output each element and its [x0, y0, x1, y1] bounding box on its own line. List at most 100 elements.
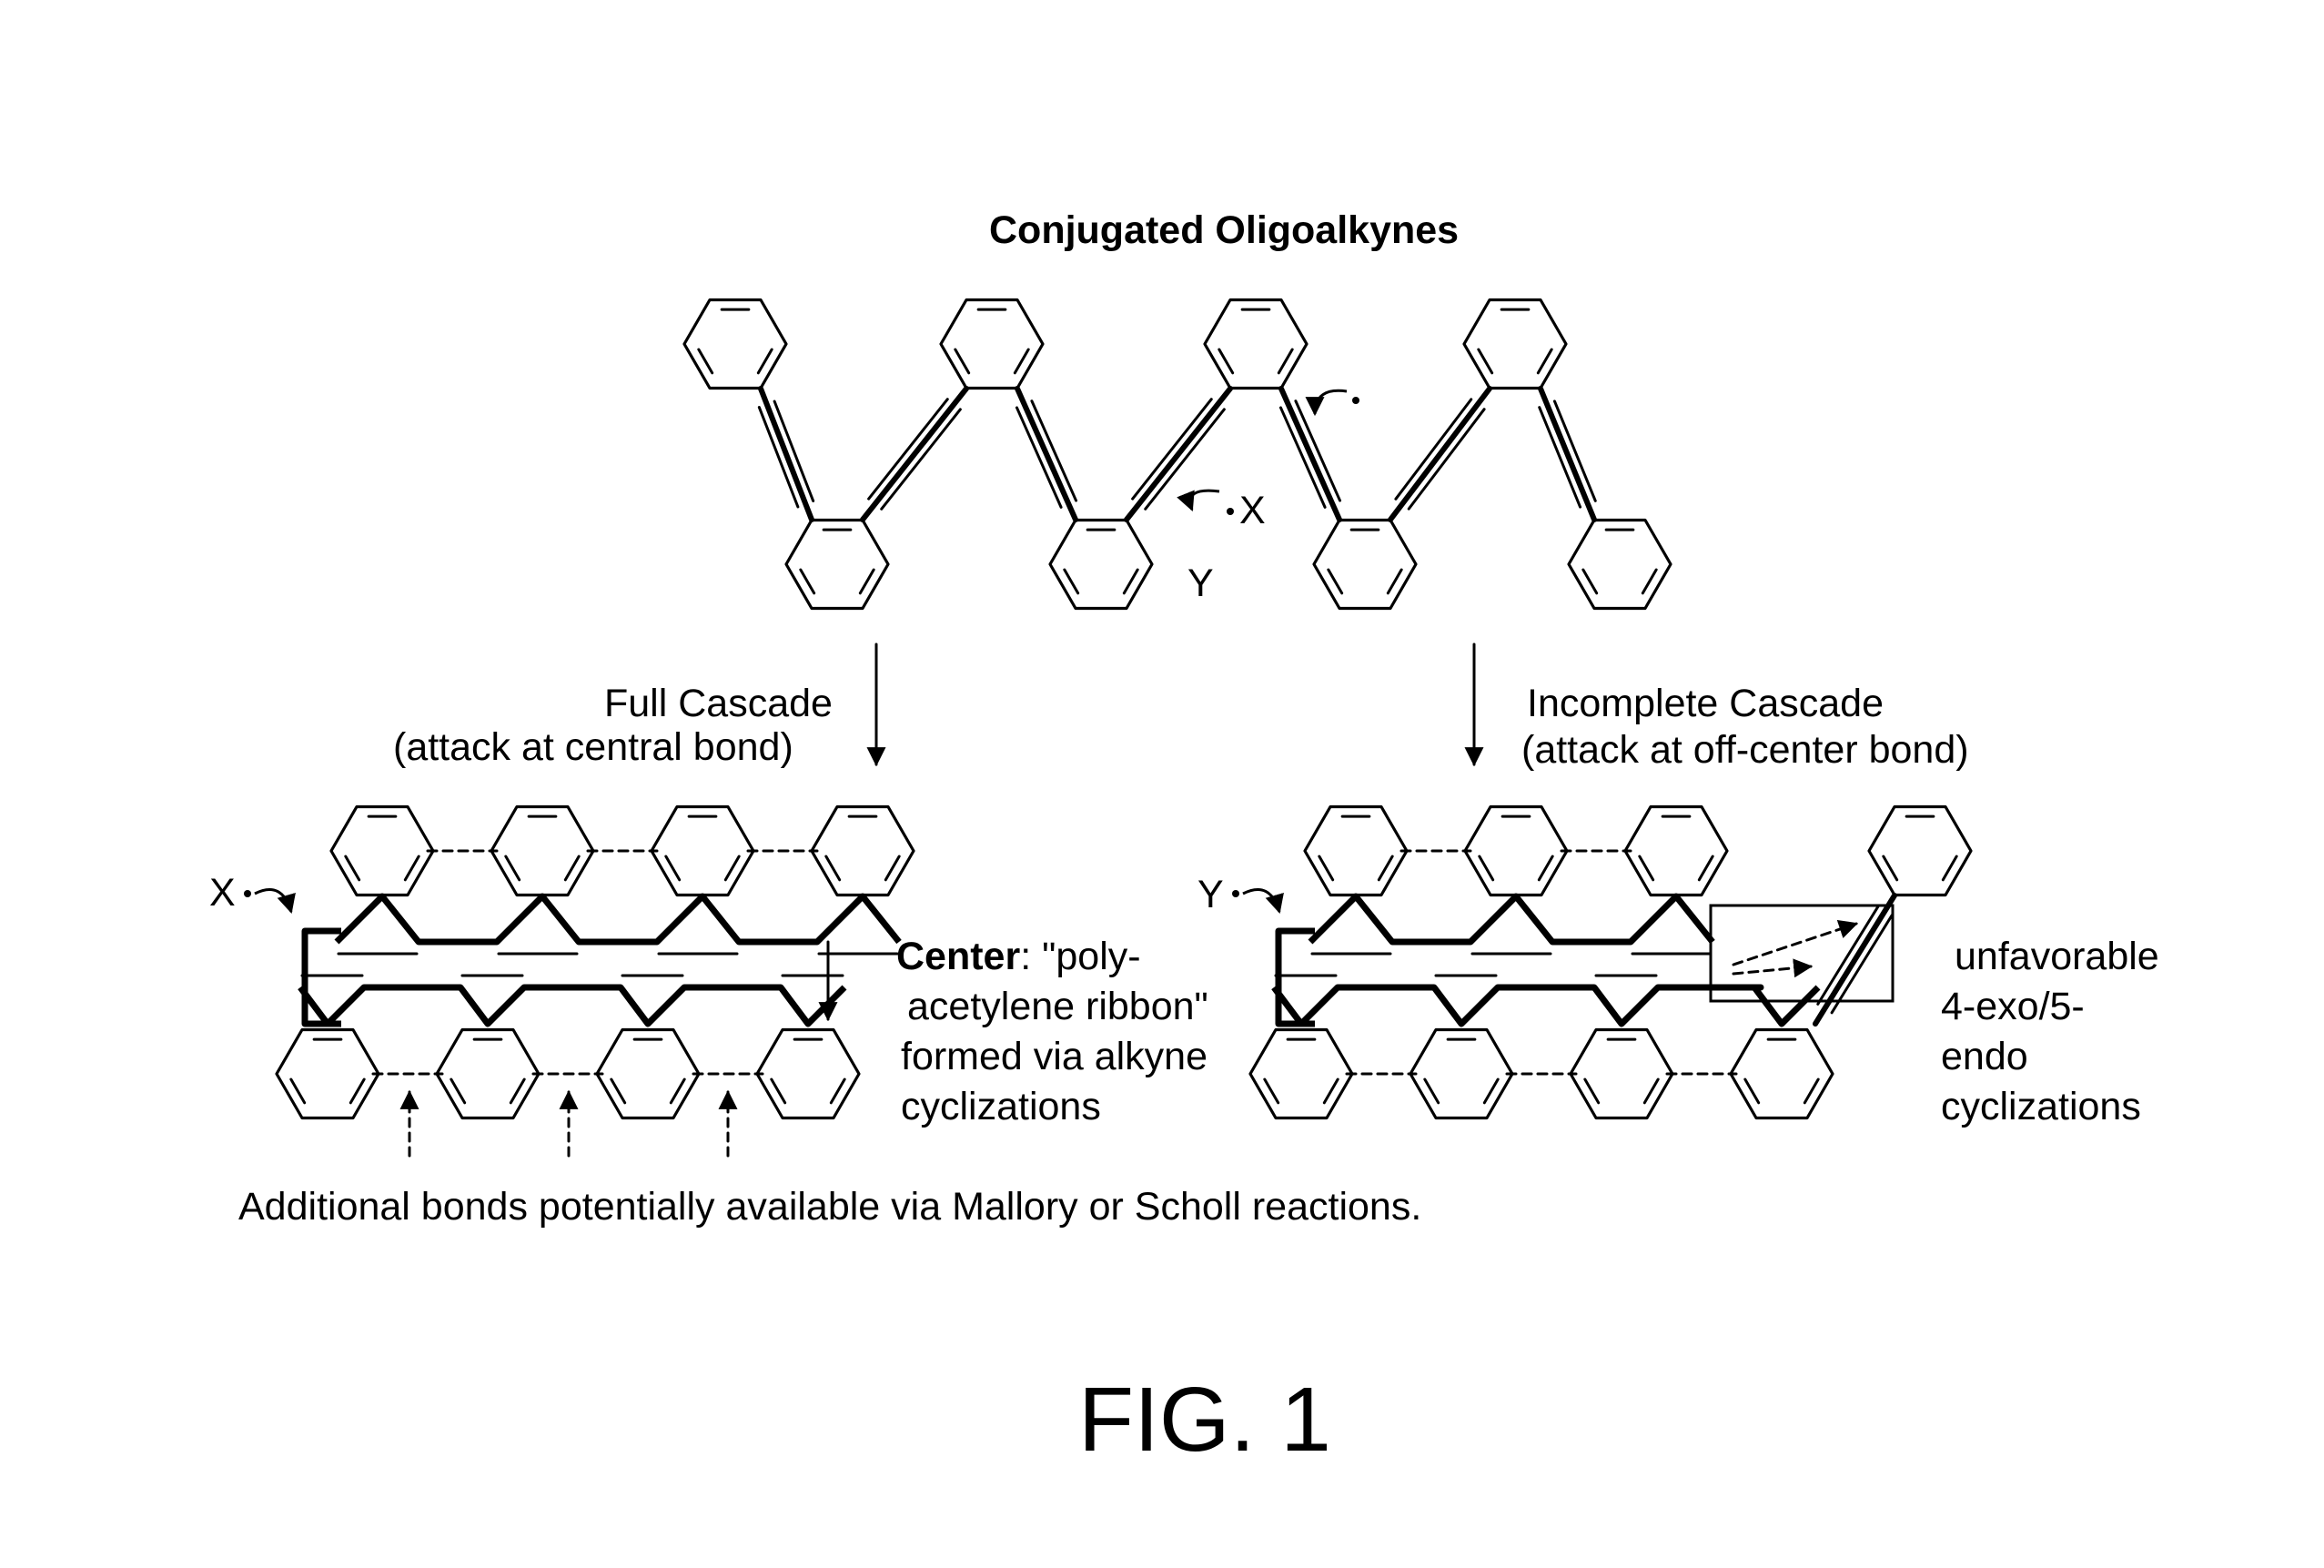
left-top-ring-1 [329, 804, 435, 897]
left-top-ring-1-double-bond [344, 855, 361, 882]
benzene-ring-top-3 [1203, 298, 1309, 390]
left-terminal-bracket [301, 927, 341, 1027]
right-bottom-ring-1-double-bond [1263, 1077, 1280, 1105]
benzene-ring-top-4-double-bond [1536, 348, 1553, 375]
scheme-title: Conjugated Oligoalkynes [989, 208, 1460, 252]
right-unreacted-alkyne-pi [1816, 905, 1880, 1006]
center-note-line3: formed via alkyne [901, 1035, 1207, 1078]
alkyne-bond-6 [1388, 386, 1492, 522]
right-top-ring-3 [1623, 804, 1729, 897]
left-bottom-ring-4-double-bond [770, 1077, 787, 1105]
right-top-ring-3-double-bond [1697, 855, 1714, 882]
alkyne-bond-1-pi [773, 400, 815, 502]
right-pendant-ring-double-bond [1941, 855, 1958, 882]
benzene-ring-top-2-double-bond [1013, 348, 1030, 375]
alkyne-bond-7-pi [1552, 400, 1597, 502]
incomplete-cascade-label: Incomplete Cascade [1527, 682, 1884, 725]
benzene-ring-bottom-1-double-bond [858, 568, 875, 595]
right-bottom-ring-2-double-bond [1482, 1077, 1500, 1105]
benzene-ring-top-3-double-bond [1218, 348, 1235, 375]
left-core-upper-chain [334, 893, 902, 946]
benzene-ring-bottom-2-double-bond [1122, 568, 1139, 595]
right-radical-label: Y [1197, 873, 1224, 916]
top-radical-x-label: X [1239, 489, 1266, 532]
right-pendant-ring-double-bond [1882, 855, 1899, 882]
benzene-ring-bottom-3 [1312, 518, 1418, 611]
left-bottom-ring-4 [755, 1027, 861, 1120]
left-bottom-ring-3-double-bond [669, 1077, 686, 1105]
right-top-ring-1-double-bond [1318, 855, 1335, 882]
benzene-ring-bottom-1 [784, 518, 890, 611]
right-bottom-ring-4-double-bond [1803, 1077, 1820, 1105]
right-bottom-ring-4 [1729, 1027, 1834, 1120]
benzene-ring-bottom-2-double-bond [1063, 568, 1080, 595]
alkyne-bond-4-pi [1144, 408, 1226, 511]
alkyne-bond-6-pi [1394, 398, 1473, 501]
unfavorable-attack-arrow-2 [1732, 958, 1814, 978]
alkyne-bond-3 [1015, 386, 1078, 522]
full-cascade-product [244, 804, 915, 1158]
alkyne-bond-7-pi [1538, 406, 1582, 509]
unfavorable-note-line3: endo [1941, 1035, 2028, 1078]
left-top-ring-4-double-bond [884, 855, 901, 882]
right-bottom-ring-1 [1248, 1027, 1354, 1120]
benzene-ring-bottom-2 [1048, 518, 1154, 611]
left-bottom-ring-3 [595, 1027, 701, 1120]
right-terminal-bracket [1275, 927, 1315, 1027]
benzene-ring-bottom-3-double-bond [1327, 568, 1344, 595]
right-top-ring-1-double-bond [1377, 855, 1394, 882]
benzene-ring-bottom-1-double-bond [799, 568, 816, 595]
benzene-ring-top-2-double-bond [954, 348, 971, 375]
benzene-ring-top-2 [939, 298, 1045, 390]
right-bottom-ring-3-double-bond [1642, 1077, 1660, 1105]
alkyne-bond-4-pi [1131, 398, 1213, 501]
right-unreacted-alkyne [1813, 893, 1897, 1027]
top-radical-y-label: Y [1187, 561, 1214, 605]
left-top-ring-3-double-bond [664, 855, 682, 882]
right-bottom-ring-2 [1409, 1027, 1514, 1120]
benzene-ring-top-1-double-bond [697, 348, 714, 375]
right-top-ring-1 [1303, 804, 1409, 897]
right-bottom-ring-4-double-bond [1743, 1077, 1761, 1105]
left-bottom-ring-1 [275, 1027, 380, 1120]
right-bottom-ring-1-double-bond [1322, 1077, 1339, 1105]
alkyne-bond-6-pi [1407, 408, 1486, 511]
left-bottom-ring-2-double-bond [450, 1077, 467, 1105]
alkyne-bond-2 [860, 386, 969, 522]
alkyne-bond-1-pi [757, 406, 800, 509]
right-core-upper-chain [1308, 893, 1715, 946]
left-top-ring-4-double-bond [824, 855, 842, 882]
left-bottom-ring-2-double-bond [509, 1077, 526, 1105]
right-top-ring-2-double-bond [1537, 855, 1554, 882]
right-bottom-ring-3 [1569, 1027, 1674, 1120]
alkyne-bond-2-pi [867, 398, 949, 501]
benzene-ring-top-4 [1462, 298, 1568, 390]
right-unreacted-alkyne-pi [1830, 914, 1894, 1015]
benzene-ring-bottom-4-double-bond [1581, 568, 1599, 595]
unfavorable-note-line1: unfavorable [1955, 935, 2159, 978]
alkyne-bond-7 [1538, 386, 1597, 522]
right-core-lower-chain [1271, 984, 1821, 1027]
right-bottom-ring-3-double-bond [1583, 1077, 1601, 1105]
left-radical-label: X [209, 871, 236, 915]
center-note-line2: acetylene ribbon" [907, 985, 1208, 1028]
unfavorable-attack-arrow-1 [1732, 920, 1858, 966]
full-cascade-sublabel: (attack at central bond) [393, 725, 793, 769]
benzene-ring-bottom-4 [1567, 518, 1672, 611]
right-top-ring-2 [1463, 804, 1569, 897]
right-pendant-ring [1867, 804, 1973, 897]
oligoalkyne-structure [682, 298, 1672, 611]
alkyne-bond-1 [758, 386, 814, 522]
benzene-ring-top-4-double-bond [1477, 348, 1494, 375]
unfavorable-note-line4: cyclizations [1941, 1085, 2141, 1128]
left-top-ring-2-double-bond [504, 855, 521, 882]
benzene-ring-top-1-double-bond [756, 348, 773, 375]
radical-y-dot [1352, 397, 1359, 404]
center-note-rest: : "poly- [1020, 935, 1141, 978]
center-note-line4: cyclizations [901, 1085, 1101, 1128]
unfavorable-box [1709, 904, 1895, 1003]
right-radical-dot [1232, 890, 1239, 897]
right-radical-curl [1242, 888, 1284, 915]
unfavorable-note-line2: 4-exo/5- [1941, 985, 2085, 1028]
